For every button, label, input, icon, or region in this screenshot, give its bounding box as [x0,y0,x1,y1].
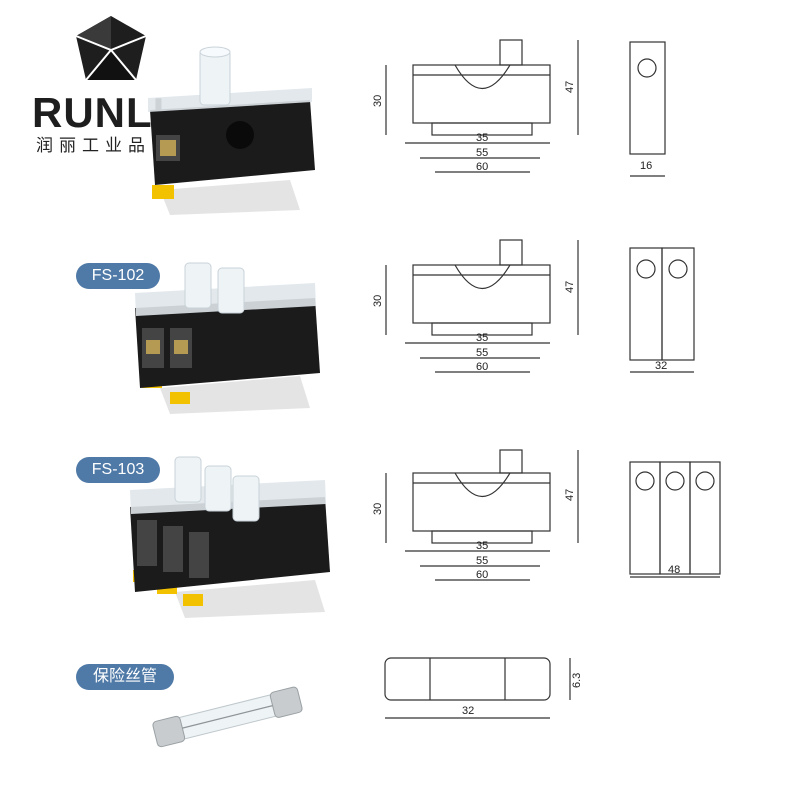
dim-label: 47 [564,489,576,501]
front-view-1pole [629,41,666,177]
model-label-fs103: FS-103 [76,457,160,483]
side-view-drawing-3 [385,449,579,581]
fuse-holder-1pole-photo [148,46,315,215]
front-view-2pole [629,247,695,373]
side-view-drawing-2 [385,239,579,373]
dim-label: 6.3 [571,673,583,688]
fuse-holder-2pole-photo [135,262,320,414]
fuse-tube-drawing [384,657,571,719]
dim-label: 55 [476,347,488,359]
dim-label: 55 [476,147,488,159]
front-view-3pole [629,461,721,578]
dim-label: 30 [372,503,384,515]
dim-label: 32 [462,705,474,717]
dim-label: 32 [655,360,667,372]
rail-clip [152,185,174,199]
dim-label: 30 [372,295,384,307]
dim-label: 16 [640,160,652,172]
dim-label: 30 [372,95,384,107]
dim-label: 55 [476,555,488,567]
dim-label: 48 [668,564,680,576]
model-label-fs102: FS-102 [76,263,160,289]
brand-subtitle: 润丽工业品 [36,136,151,156]
fuse-holder-3pole-photo [130,456,330,618]
dim-label: 35 [476,540,488,552]
dim-label: 60 [476,569,488,581]
brand-logo-block: RUNLI 润丽工业品 [28,14,188,164]
dim-label: 60 [476,361,488,373]
pentagon-prism-logo-icon [75,16,147,81]
dim-label: 47 [564,81,576,93]
brand-name: RUNLI [32,89,166,136]
glass-fuse-tube-photo [152,686,303,748]
side-view-drawing-1 [385,39,579,173]
fuse-tube-label: 保险丝管 [76,664,174,690]
dim-label: 35 [476,332,488,344]
dim-label: 47 [564,281,576,293]
dim-label: 35 [476,132,488,144]
dim-label: 60 [476,161,488,173]
